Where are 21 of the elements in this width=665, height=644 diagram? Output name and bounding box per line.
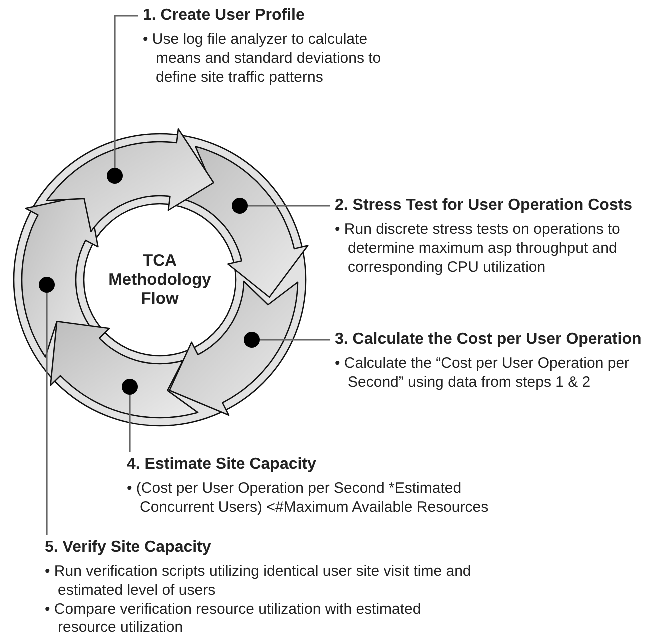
marker-dot xyxy=(244,332,260,348)
step-heading: 1. Create User Profile xyxy=(143,6,305,26)
leader-line xyxy=(260,339,330,341)
bullet-text: • Calculate the “Cost per User Operation per Second” using data from steps 1 & 2 xyxy=(335,355,630,393)
bullet-text: • Run verification scripts utilizing identical user site visit time and estimated level of users xyxy=(45,563,472,601)
leader-line xyxy=(129,395,131,452)
step-heading: 4. Estimate Site Capacity xyxy=(127,455,316,475)
marker-dot xyxy=(107,168,123,184)
bullet-text: • Run discrete stress tests on operations to determine maximum asp throughput and corresponding CPU utilization xyxy=(335,221,622,278)
leader-line xyxy=(248,205,330,207)
bullet-text: • Use log file analyzer to calculate means and standard deviations to define site traffic patterns xyxy=(143,31,382,88)
marker-dot xyxy=(39,277,55,293)
bullet-text: • (Cost per User Operation per Second *Estimated Concurrent Users) <#Maximum Available Resources xyxy=(127,480,490,518)
marker-dot xyxy=(122,379,138,395)
step-heading: 2. Stress Test for User Operation Costs xyxy=(335,196,633,216)
marker-dot xyxy=(232,198,248,214)
bullet-text: • Compare verification resource utilization with estimated resource utilization xyxy=(45,600,422,638)
leader-line xyxy=(46,293,48,535)
step-heading: 3. Calculate the Cost per User Operation xyxy=(335,330,642,350)
step-heading: 5. Verify Site Capacity xyxy=(45,538,212,558)
leader-line xyxy=(114,15,138,168)
